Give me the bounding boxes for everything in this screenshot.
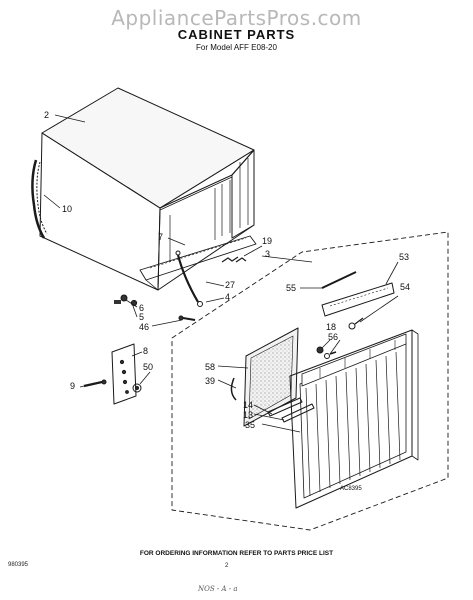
callout-14: 14 <box>243 400 253 410</box>
mounting-screws <box>114 294 196 321</box>
callout-35: 35 <box>245 420 255 430</box>
callout-53: 53 <box>399 252 409 262</box>
callout-10: 10 <box>62 204 72 214</box>
callout-39: 39 <box>205 376 215 386</box>
form-code: 980395 <box>8 562 29 568</box>
callout-8: 8 <box>143 346 148 356</box>
callout-55: 55 <box>286 283 296 293</box>
small-knobs <box>316 346 337 359</box>
leader-lines <box>43 114 399 433</box>
callout-56: 56 <box>328 332 338 342</box>
model-subtitle: For Model AFF E08-20 <box>196 43 277 52</box>
callout-4: 4 <box>225 292 230 302</box>
filter-frame-arc <box>230 377 237 401</box>
callout-9: 9 <box>70 381 75 391</box>
handwritten-note: NOS - A - a <box>198 585 238 593</box>
clip-parts <box>221 256 247 263</box>
front-assembly-outline <box>171 231 449 531</box>
callout-54: 54 <box>400 282 410 292</box>
bracket-53 <box>321 282 395 317</box>
page-number: 2 <box>225 563 229 569</box>
callout-50: 50 <box>143 362 153 372</box>
callout-2: 2 <box>44 110 49 120</box>
callout-5: 5 <box>139 312 144 322</box>
ordering-info-note: FOR ORDERING INFORMATION REFER TO PARTS … <box>139 550 334 557</box>
callout-6: 6 <box>139 303 144 313</box>
callout-7: 7 <box>158 232 163 242</box>
callout-46: 46 <box>139 322 149 332</box>
callout-58: 58 <box>205 362 215 372</box>
drain-strap <box>175 250 203 307</box>
callout-19: 19 <box>262 236 272 246</box>
page-title: CABINET PARTS <box>177 27 296 42</box>
side-gasket <box>31 159 48 239</box>
callout-labels: 2 10 7 19 3 27 4 6 5 46 53 55 54 18 56 8… <box>44 110 410 492</box>
site-watermark: AppliancePartsPros.com <box>111 6 362 30</box>
control-panel-plate <box>111 343 137 405</box>
control-knob <box>132 383 142 393</box>
control-panel <box>83 343 142 405</box>
trim-strips <box>267 397 315 423</box>
figure-reference: AC8395 <box>340 486 362 492</box>
callout-3: 3 <box>265 249 270 259</box>
cabinet-base-rail <box>139 235 257 281</box>
air-filter <box>243 327 299 427</box>
front-grille <box>289 329 419 509</box>
callout-18: 18 <box>326 322 336 332</box>
cabinet-shell <box>39 87 257 291</box>
callout-27: 27 <box>225 280 235 290</box>
callout-13: 13 <box>243 410 253 420</box>
control-bracket <box>321 271 395 330</box>
